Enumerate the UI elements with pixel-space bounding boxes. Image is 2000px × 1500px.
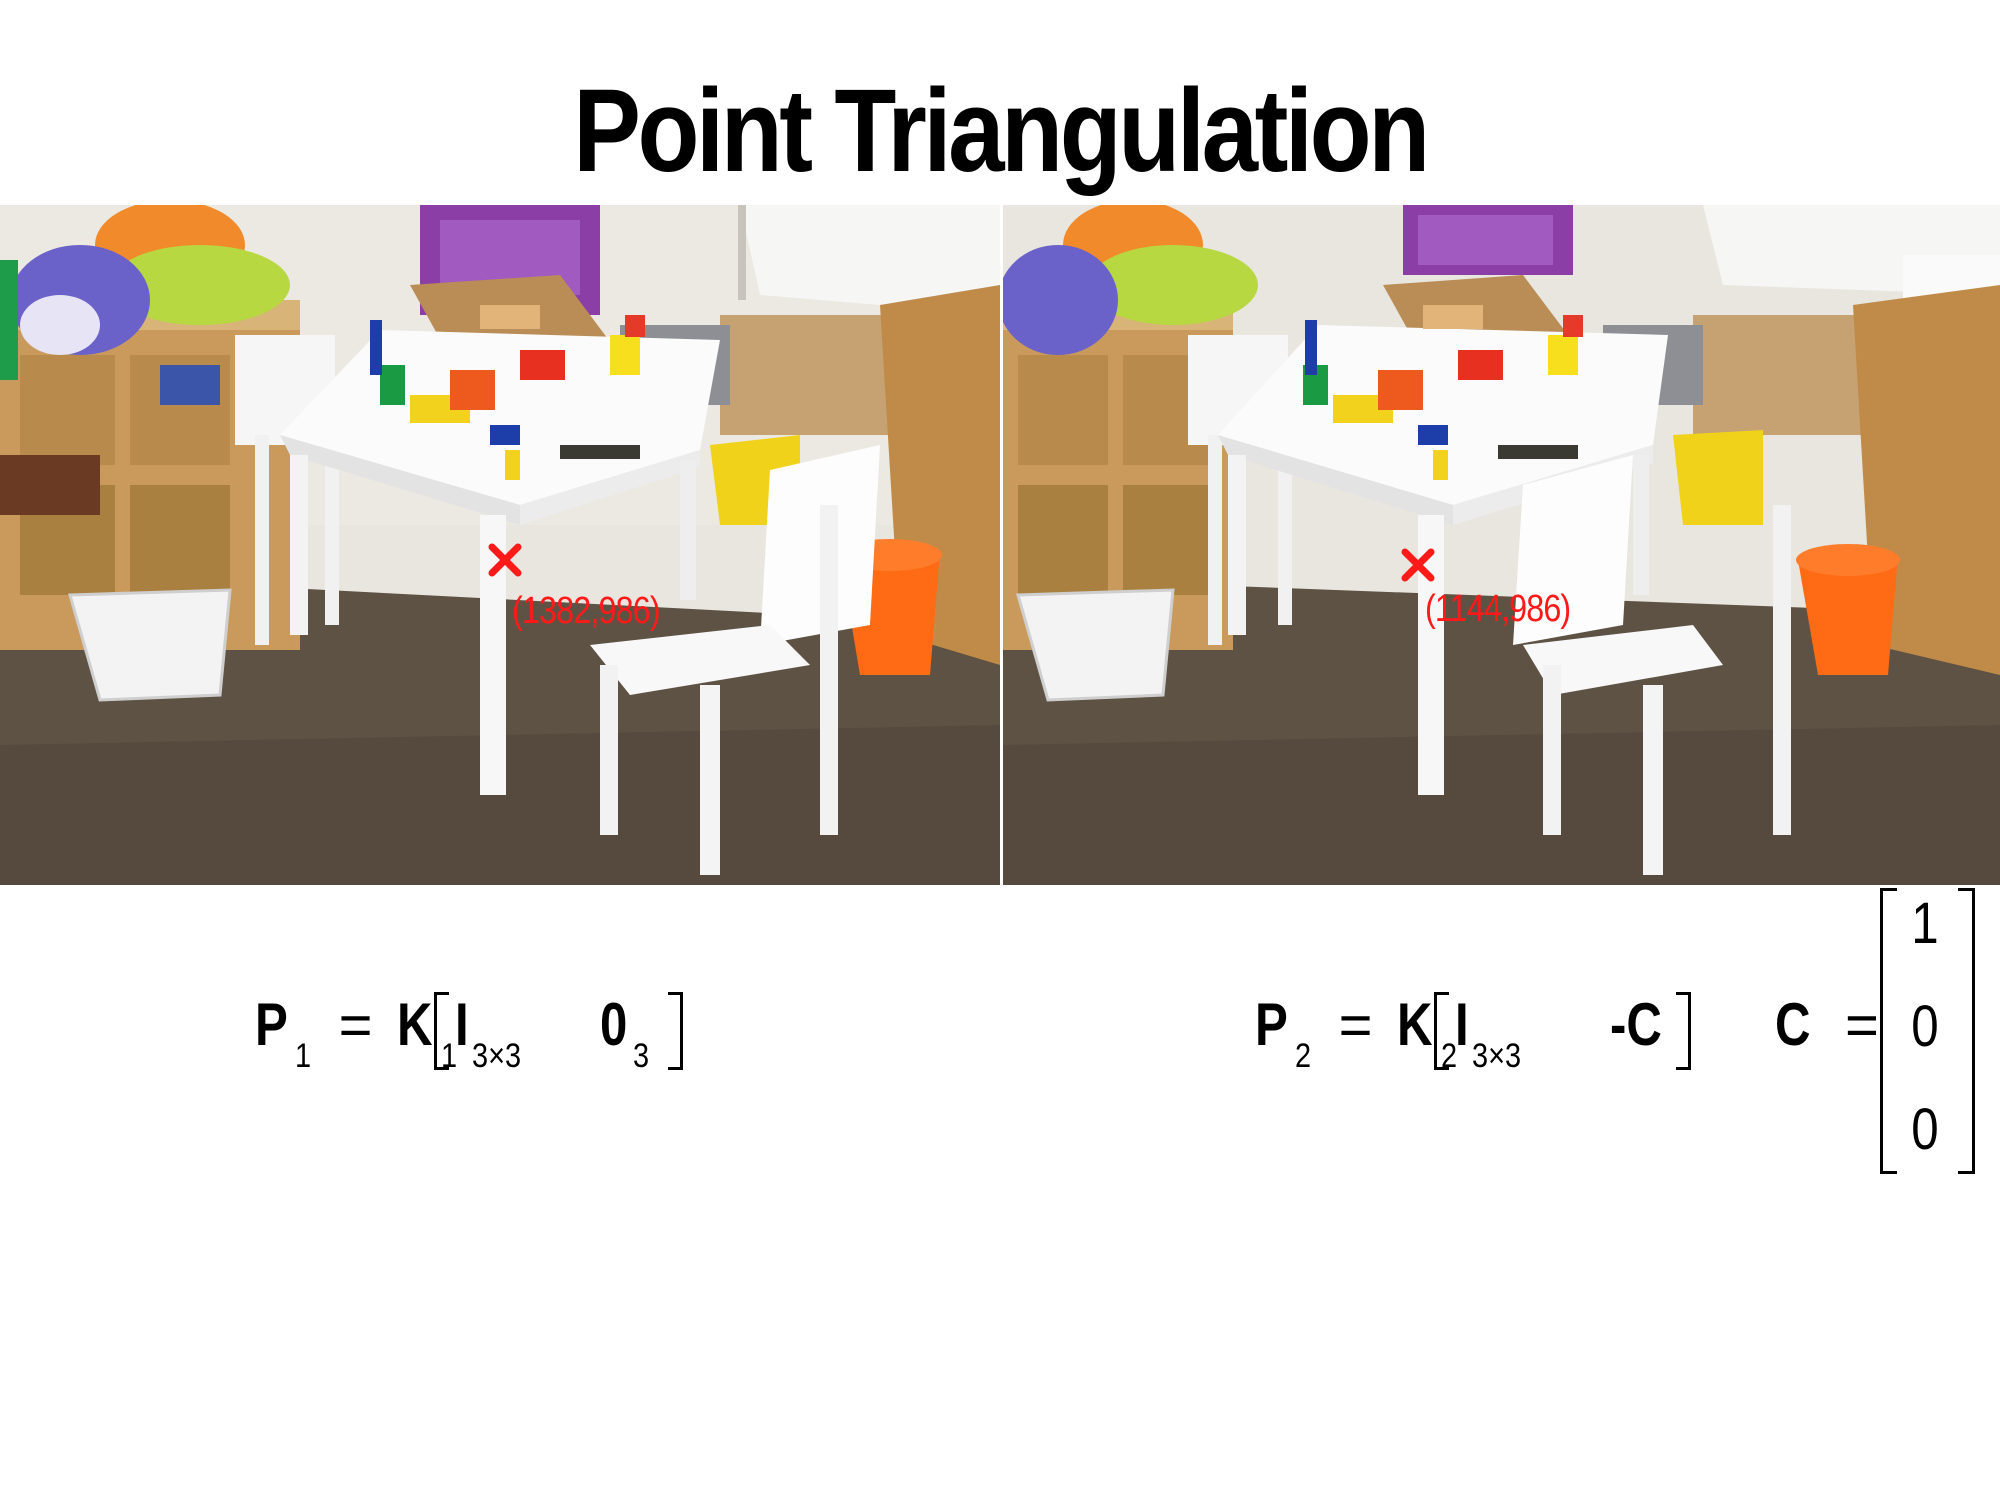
c-symbol: C	[1775, 991, 1811, 1058]
right-bracket-eq2	[1676, 992, 1691, 1070]
right-bracket-eq1	[668, 992, 683, 1070]
identity-symbol: I	[455, 991, 469, 1058]
identity-subscript: 3×3	[471, 1037, 521, 1075]
projection-matrix-body-2: I3×3	[1455, 991, 1529, 1075]
left-bracket-eq2	[1434, 992, 1449, 1070]
projection-matrix-body-1: I3×3	[455, 991, 529, 1075]
equals-sign: =	[1845, 993, 1879, 1058]
equals-sign: =	[1338, 993, 1373, 1058]
p2-symbol: P	[1255, 991, 1288, 1058]
k1-subscript: 1	[440, 1037, 457, 1075]
correspondence-marker-left	[488, 543, 522, 577]
k2-subscript: 2	[1440, 1037, 1457, 1075]
zero-vector-symbol: 0	[600, 991, 628, 1058]
k2-symbol: K	[1397, 991, 1433, 1058]
camera-center-left-bracket	[1880, 888, 1897, 1174]
identity-subscript: 3×3	[1471, 1037, 1521, 1075]
p1-subscript: 1	[295, 1037, 312, 1075]
left-view-photo: (1382,986)	[0, 205, 1000, 885]
playroom-scene-right	[1003, 205, 2000, 885]
camera-center-entry-x: 1	[1911, 891, 1939, 956]
zero-vector-subscript: 3	[633, 1037, 650, 1075]
camera-center-entry-z: 0	[1911, 1097, 1939, 1162]
p2-subscript: 2	[1295, 1037, 1312, 1075]
left-marker-label: (1382,986)	[512, 590, 661, 632]
equals-sign: =	[338, 993, 373, 1058]
camera-center-label: C =	[1775, 995, 1879, 1055]
camera-center-entry-y: 0	[1911, 994, 1939, 1059]
p1-symbol: P	[255, 991, 288, 1058]
k1-symbol: K	[397, 991, 433, 1058]
neg-c-column: -C	[1610, 995, 1673, 1055]
right-marker-label: (1144,986)	[1425, 588, 1571, 630]
correspondence-marker-right	[1401, 548, 1435, 582]
identity-symbol: I	[1455, 991, 1469, 1058]
left-bracket-eq1	[434, 992, 449, 1070]
slide-title: Point Triangulation	[573, 65, 1430, 197]
camera-center-right-bracket	[1958, 888, 1975, 1174]
playroom-scene-left	[0, 205, 1000, 885]
right-view-photo: (1144,986)	[1003, 205, 2000, 885]
neg-c-symbol: -C	[1610, 991, 1662, 1058]
